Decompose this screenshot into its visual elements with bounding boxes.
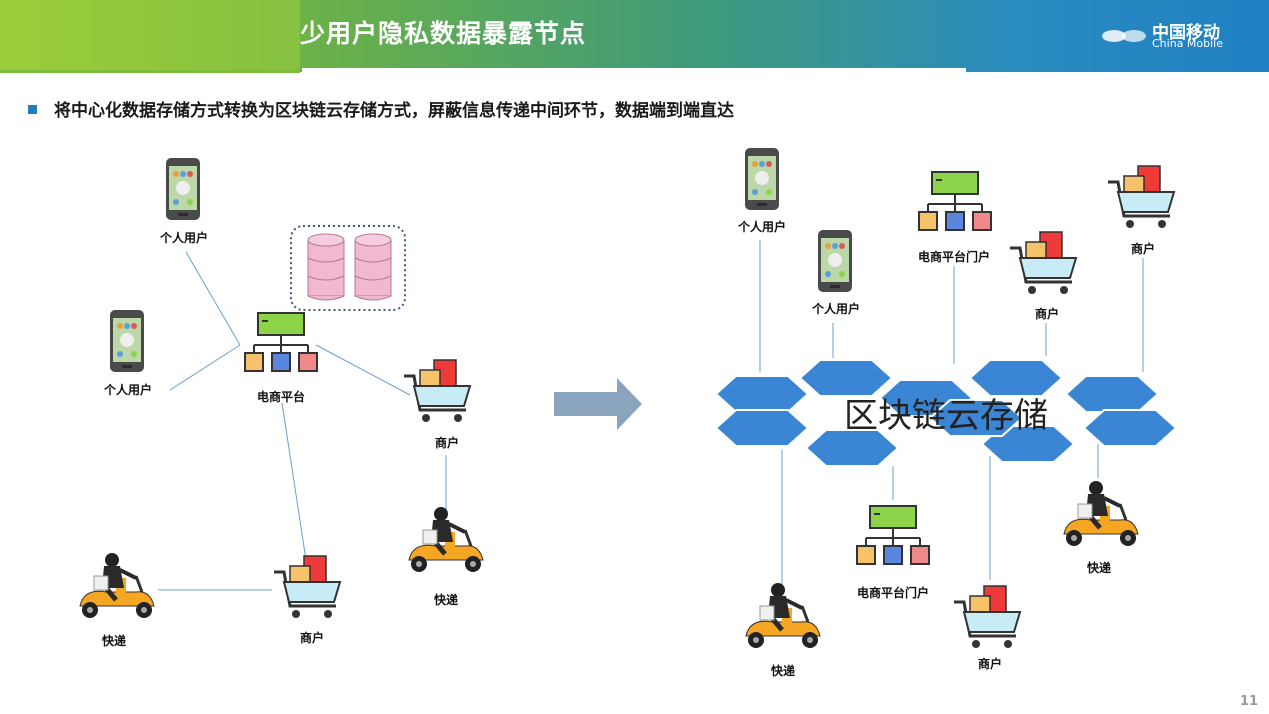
cart-icon-right-b (1106, 164, 1176, 230)
label-courier-b: 快递 (1086, 561, 1112, 575)
logo-swirl-icon (1102, 30, 1146, 42)
label-merchant-c: 商户 (977, 657, 1003, 671)
scooter-icon-right-a (746, 583, 820, 648)
database-icon-1 (307, 233, 345, 301)
page-number: 11 (1240, 694, 1259, 709)
hex-1 (715, 375, 809, 413)
label-blockchain: 区块链云存储 (844, 396, 1048, 436)
cart-icon-right-a (1008, 230, 1078, 296)
hex-8 (1065, 375, 1159, 413)
label-merchant-a: 商户 (1034, 307, 1060, 321)
subtitle-text: 将中心化数据存储方式转换为区块链云存储方式，屏蔽信息传递中间环节，数据端到端直达 (54, 101, 734, 121)
right-connections (759, 240, 1144, 585)
phone-icon-left-top (166, 158, 200, 220)
logo-en-text: China Mobile (1152, 37, 1224, 50)
platform-icon-right-bottom (856, 505, 930, 565)
china-mobile-logo: 中国移动 China Mobile (1100, 18, 1250, 58)
platform-icon-right-top (918, 171, 992, 231)
cart-icon-left-bottom (272, 554, 342, 620)
label-user-top: 个人用户 (159, 231, 209, 245)
hex-9 (1083, 409, 1177, 447)
database-icon-2 (354, 233, 392, 301)
title-underline (302, 68, 966, 73)
label-user-a: 个人用户 (737, 220, 787, 234)
phone-icon-left (110, 310, 144, 372)
link-platform-merchant-right (315, 344, 411, 396)
label-user-b: 个人用户 (811, 302, 861, 316)
header-left-line (0, 70, 300, 73)
phone-icon-right-b (818, 230, 852, 292)
cart-icon-right-c (952, 584, 1022, 650)
bullet-marker (28, 105, 37, 114)
header-bar (0, 0, 1269, 72)
scooter-icon-right-b (1064, 481, 1138, 546)
label-merchant-b: 商户 (1130, 242, 1156, 256)
cart-icon-left-right (402, 358, 472, 424)
logo-cn-text: 中国移动 (1152, 23, 1220, 43)
label-user-left: 个人用户 (103, 383, 153, 397)
label-portal-bottom: 电商平台门户 (856, 586, 930, 600)
link-platform-merchant-bottom (281, 402, 307, 561)
header-shade (0, 0, 300, 72)
label-merchant-right: 商户 (434, 436, 460, 450)
hex-2 (715, 409, 809, 447)
database-group-border (290, 225, 406, 311)
platform-icon-left (244, 312, 318, 372)
left-connections (158, 251, 447, 591)
label-merchant-bottom: 商户 (299, 631, 325, 645)
link-user-left-platform (169, 344, 241, 391)
label-courier-left: 快递 (101, 634, 127, 648)
label-portal-top: 电商平台门户 (917, 250, 991, 264)
label-courier-a: 快递 (770, 664, 796, 678)
label-platform: 电商平台 (256, 390, 306, 404)
transform-arrow-icon (554, 378, 642, 430)
phone-icon-right-a (745, 148, 779, 210)
scooter-icon-left-bottom (80, 553, 154, 618)
page-title: 少用户隐私数据暴露节点 (300, 19, 587, 48)
scooter-icon-left-right (409, 507, 483, 572)
link-user-top-platform (185, 251, 241, 346)
label-courier-right: 快递 (433, 593, 459, 607)
